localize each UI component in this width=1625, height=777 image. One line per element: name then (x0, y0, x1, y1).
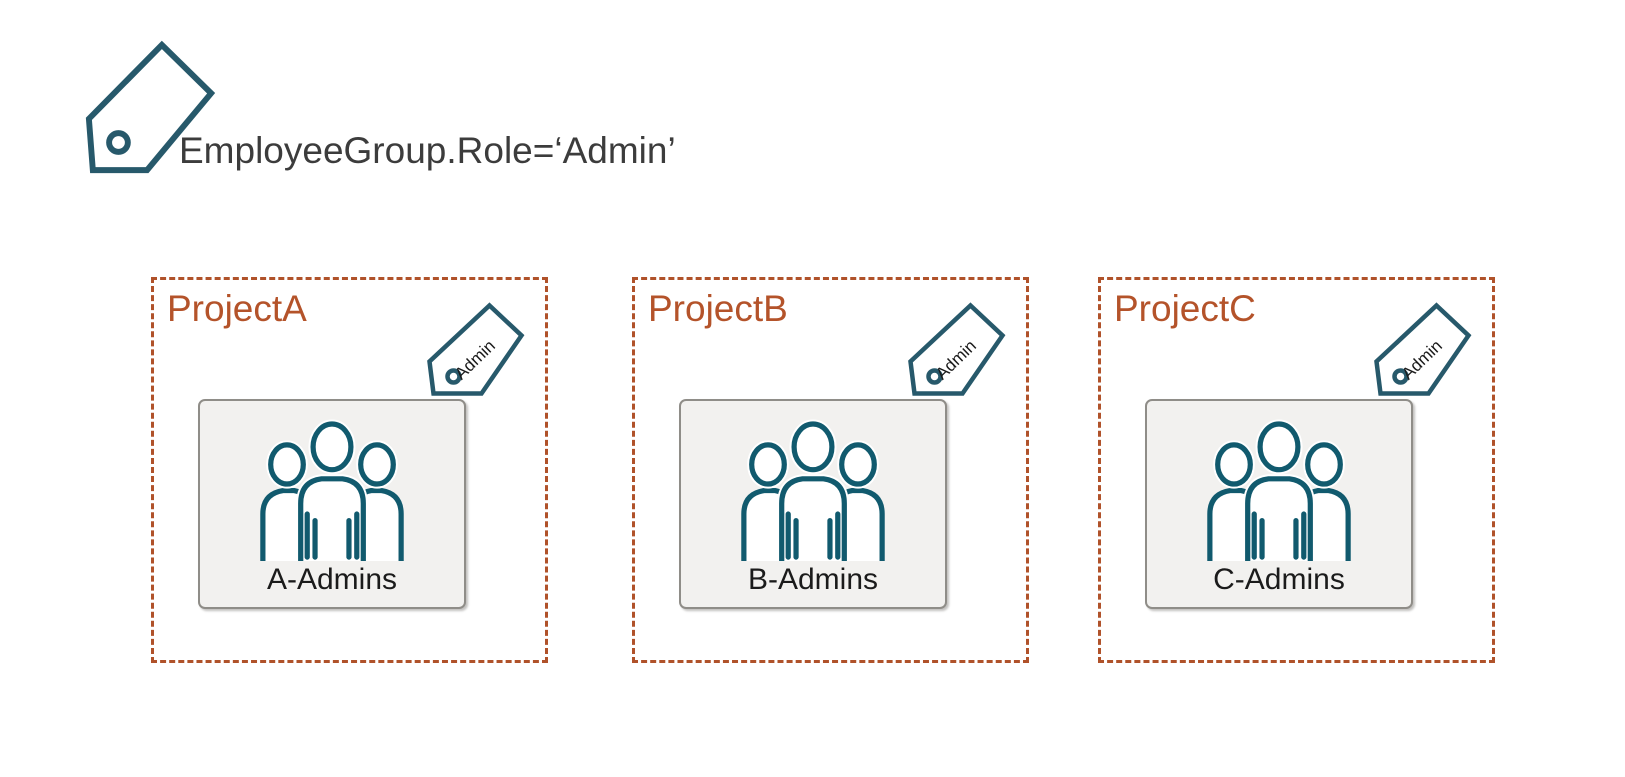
group-label-b: B-Admins (747, 563, 879, 596)
project-title-a: ProjectA (167, 288, 307, 329)
project-box-a: ProjectA Admin A-Admins (151, 277, 548, 663)
project-title-b: ProjectB (648, 288, 788, 329)
tag-hole (926, 368, 943, 385)
admin-tag-icon: Admin (427, 302, 525, 396)
group-icon (715, 411, 911, 561)
admin-tag-icon: Admin (1374, 302, 1472, 396)
project-box-c: ProjectC Admin C-Admins (1098, 277, 1495, 663)
tag-hole (106, 130, 131, 155)
tag-expression-label: EmployeeGroup.Role=‘Admin’ (179, 130, 676, 171)
admin-tag-icon: Admin (908, 302, 1006, 396)
group-card-b: B-Admins (679, 399, 947, 609)
project-box-b: ProjectB Admin B-Admins (632, 277, 1029, 663)
group-label-c: C-Admins (1213, 563, 1345, 596)
group-card-a: A-Admins (198, 399, 466, 609)
group-label-a: A-Admins (266, 563, 398, 596)
group-card-c: C-Admins (1145, 399, 1413, 609)
tag-hole (1392, 368, 1409, 385)
tag-icon (85, 40, 216, 174)
group-icon (1181, 411, 1377, 561)
project-title-c: ProjectC (1114, 288, 1256, 329)
group-icon (234, 411, 430, 561)
tag-hole (445, 368, 462, 385)
